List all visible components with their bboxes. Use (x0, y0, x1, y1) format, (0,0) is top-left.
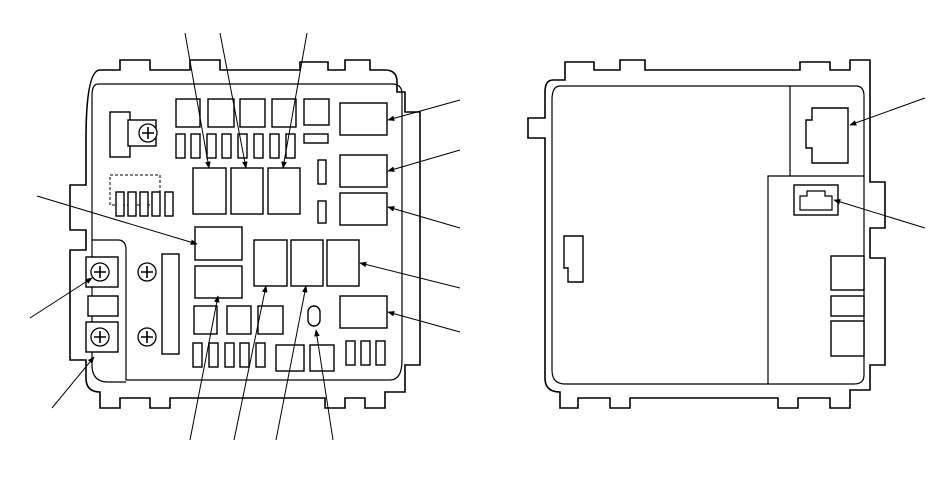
upper-mounting-bracket (109, 111, 158, 158)
mini-fuse-row-1 (115, 191, 174, 217)
bottom-fuse-blocks (192, 305, 386, 372)
rear-housing-outline (527, 59, 886, 409)
front-callout-lines (29, 32, 461, 441)
front-view (29, 32, 461, 441)
bus-bar-screws (137, 262, 157, 347)
right-relay-column (339, 102, 388, 329)
rear-view (527, 59, 926, 409)
rear-top-connector (805, 107, 849, 164)
front-housing-outline (69, 59, 421, 409)
mini-fuse-row-2 (175, 133, 329, 224)
left-terminals (85, 256, 119, 353)
middle-fuse-blocks (192, 167, 360, 299)
rear-small-connector (793, 184, 839, 216)
rear-inner-outline (551, 85, 865, 385)
top-relay-row (175, 98, 330, 128)
front-inner-outline (91, 83, 403, 381)
bus-bar (161, 253, 180, 355)
rear-callout-lines (833, 97, 926, 229)
rear-right-blocks (830, 255, 865, 357)
rear-left-connector (563, 235, 584, 283)
